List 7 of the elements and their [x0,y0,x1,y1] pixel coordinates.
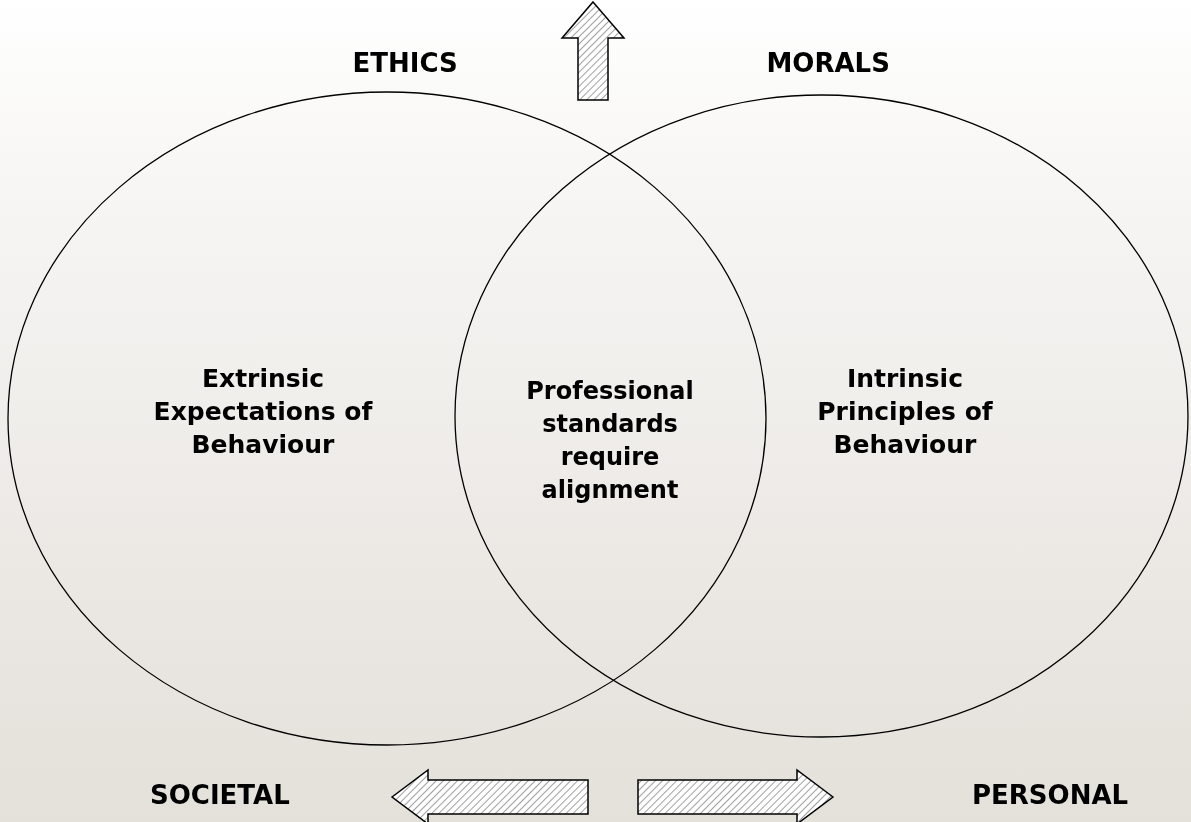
circle-label: Intrinsic Principles of Behaviour [816,363,994,461]
axis-label: SOCIETAL [150,780,290,810]
circle-label: Extrinsic Expectations of Behaviour [152,363,374,461]
axis-label: ETHICS [352,48,458,78]
axis-label: MORALS [766,48,890,78]
axis-label: PERSONAL [972,780,1129,810]
overlap-label: Professional standards require alignment [525,376,695,506]
